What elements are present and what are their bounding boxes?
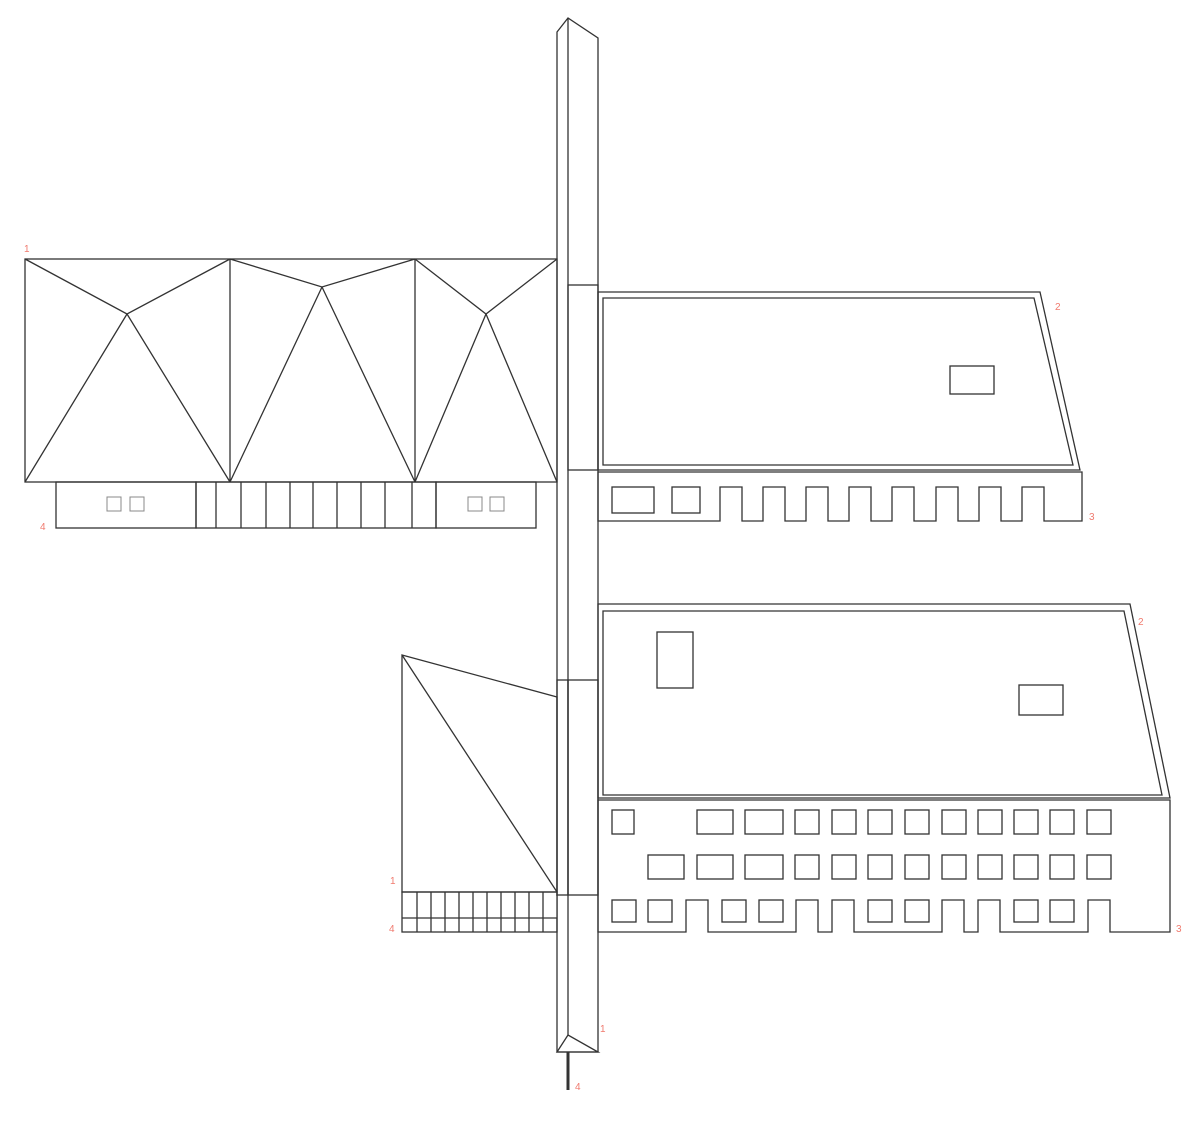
lower-facade — [597, 799, 1171, 933]
hatched-panel — [567, 284, 599, 471]
upper-facade — [597, 471, 1083, 522]
label-hall-base: 4 — [40, 522, 46, 533]
skylight — [949, 365, 995, 395]
tower-body — [556, 17, 599, 1053]
label-wing-base: 4 — [389, 924, 395, 935]
tower-base — [555, 1034, 601, 1053]
label-upper-block-roof: 2 — [1055, 302, 1061, 313]
hatched-panel — [556, 679, 569, 896]
gravel-roof — [602, 610, 1163, 796]
hall-glazing — [195, 481, 437, 529]
label-wing-roof: 1 — [390, 876, 396, 887]
skylight — [656, 631, 694, 689]
tower — [555, 17, 601, 1090]
hall-base-left — [55, 481, 197, 529]
hall-building — [24, 258, 558, 529]
label-hall-roof: 1 — [24, 244, 30, 255]
wing-building — [401, 654, 558, 933]
gravel-roof — [602, 297, 1074, 466]
label-lower-block-roof: 2 — [1138, 617, 1144, 628]
label-tower-base: 4 — [575, 1082, 581, 1093]
hall-roof — [24, 258, 558, 483]
label-upper-block-facade: 3 — [1089, 512, 1095, 523]
upper-block — [597, 291, 1083, 522]
hall-base-right — [435, 481, 537, 529]
skylight — [1018, 684, 1064, 716]
label-tower-body: 1 — [600, 1024, 606, 1035]
hatched-panel — [567, 679, 599, 896]
label-lower-block-facade: 3 — [1176, 924, 1182, 935]
lower-block — [597, 603, 1171, 933]
